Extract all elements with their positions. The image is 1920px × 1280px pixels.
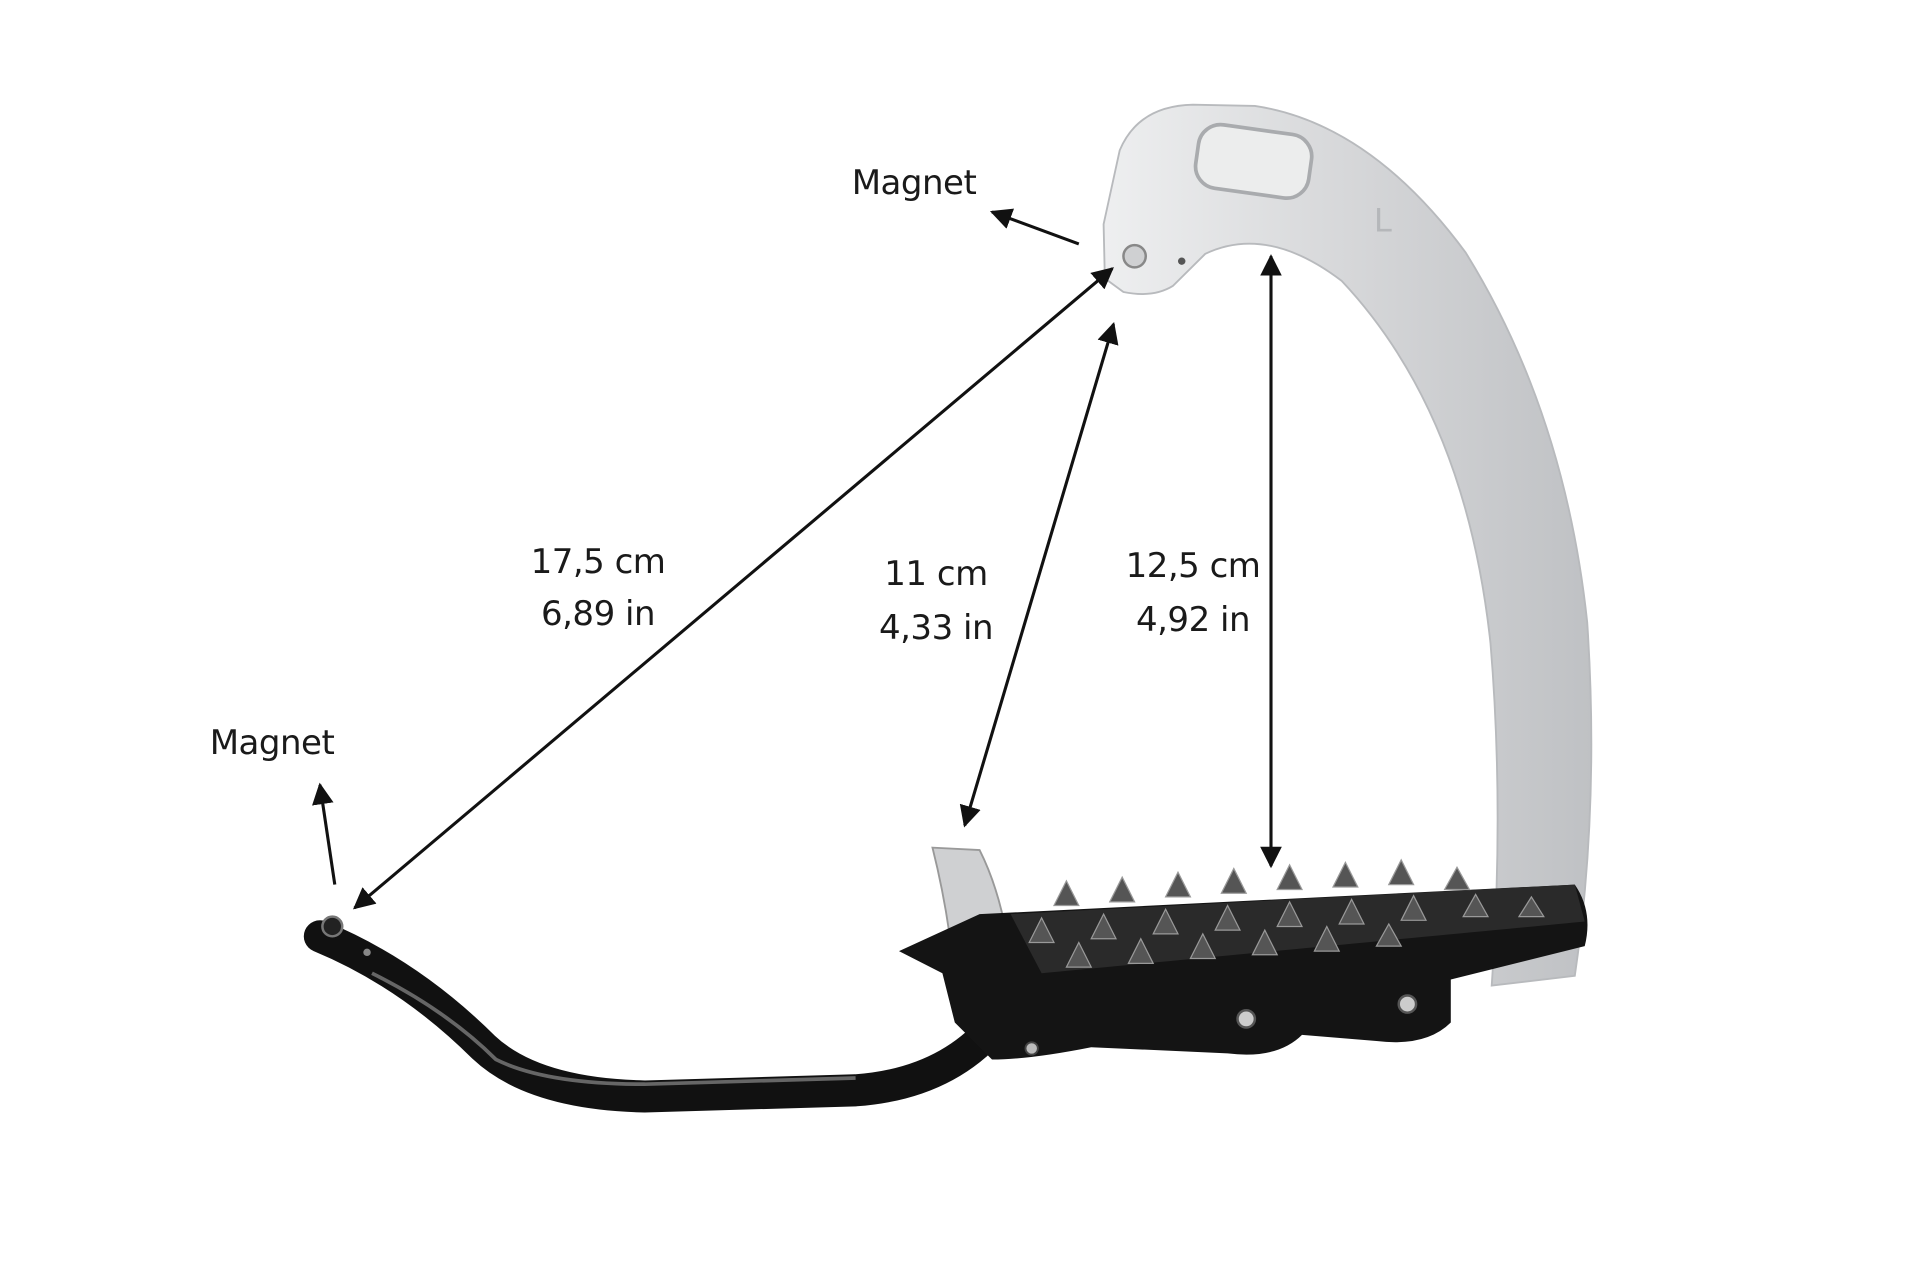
magnet-top-arrow <box>989 208 1080 246</box>
frame-slot <box>1193 122 1314 200</box>
diagonal-in-label: 6,89 in <box>540 594 656 634</box>
screw-icon <box>1178 257 1186 265</box>
stirrup-frame <box>1102 103 1593 987</box>
magnet-left-label: Magnet <box>209 723 335 763</box>
height-cm-label: 12,5 cm <box>1125 546 1261 586</box>
hinge-screw-icon <box>1024 1041 1039 1056</box>
magnet-top-label: Magnet <box>851 163 977 203</box>
inner-dimension-arrow <box>959 321 1119 828</box>
release-lever <box>303 920 1009 1113</box>
top-magnet-icon <box>1122 243 1148 269</box>
magnet-left-arrow <box>312 782 337 885</box>
inner-cm-label: 11 cm <box>884 554 988 594</box>
diagonal-dimension-arrow <box>352 267 1114 910</box>
tread-plate <box>1010 884 1585 974</box>
inner-in-label: 4,33 in <box>878 608 994 648</box>
tread-bolt-icon <box>1397 994 1418 1014</box>
diagonal-cm-label: 17,5 cm <box>530 542 666 582</box>
lever-magnet-icon <box>321 915 344 938</box>
height-in-label: 4,92 in <box>1135 600 1251 640</box>
tread-bolt-icon <box>1236 1009 1257 1029</box>
frame-side-mark: L <box>1374 202 1392 240</box>
